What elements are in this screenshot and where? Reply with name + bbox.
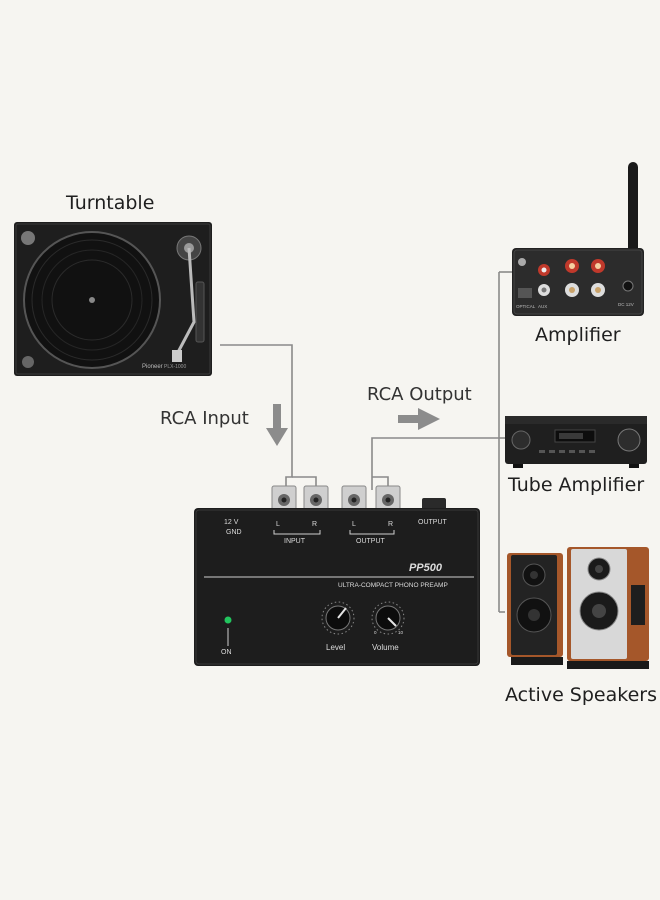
- rca-output-arrow: [398, 408, 440, 430]
- preamp-subtitle: ULTRA-COMPACT PHONO PREAMP: [338, 582, 448, 589]
- rca-input-label: RCA Input: [160, 408, 249, 429]
- input-right-channel: R: [312, 521, 317, 528]
- active-speakers-image: [507, 547, 649, 669]
- aux-text: AUX: [538, 304, 547, 309]
- gnd-label: GND: [226, 529, 242, 536]
- output-left-channel: L: [352, 521, 356, 528]
- antenna-icon: [628, 162, 638, 254]
- optical-text: OPTICAL: [516, 304, 536, 309]
- turntable-brand: Pioneer: [142, 364, 163, 370]
- amplifier-image: OPTICAL AUX DC 12V: [512, 162, 644, 316]
- power-led-icon: [224, 616, 232, 624]
- volume-max-label: 10: [398, 630, 404, 635]
- tube-amplifier-image: [505, 416, 647, 468]
- volume-knob[interactable]: [371, 601, 405, 635]
- on-label: ON: [221, 649, 232, 656]
- amplifier-label: Amplifier: [535, 324, 621, 346]
- tube-amplifier-label: Tube Amplifier: [508, 474, 645, 496]
- output-port-label: OUTPUT: [418, 519, 448, 526]
- output-jack-icon: [422, 498, 446, 510]
- power-label: 12 V: [224, 519, 239, 526]
- phono-preamp-image: 12 V GND L R INPUT L R OUTPUT OUTPUT PP5…: [194, 485, 480, 666]
- rca-input-arrow: [266, 404, 288, 446]
- turntable-image: Pioneer PLX-1000: [14, 222, 212, 376]
- tonearm-icon: [174, 247, 196, 357]
- power-knob-icon: [21, 231, 35, 245]
- input-wire: [220, 344, 293, 490]
- input-group-label: INPUT: [284, 538, 306, 545]
- output-rca-jacks: [341, 485, 401, 513]
- level-label: Level: [326, 643, 345, 652]
- start-stop-button-icon: [22, 356, 34, 368]
- volume-label: Volume: [372, 643, 399, 652]
- tube-amp-input-knob-icon: [511, 430, 531, 450]
- dc-text: DC 12V: [618, 302, 634, 307]
- turntable-model: PLX-1000: [164, 364, 186, 370]
- level-knob[interactable]: [321, 601, 355, 635]
- output-wire: [371, 437, 499, 490]
- output-group-label: OUTPUT: [356, 538, 386, 545]
- active-speakers-label: Active Speakers: [505, 684, 657, 706]
- tube-amp-volume-knob-icon: [617, 428, 641, 452]
- rca-output-label: RCA Output: [367, 384, 472, 405]
- output-right-channel: R: [388, 521, 393, 528]
- preamp-model: PP500: [409, 562, 443, 574]
- input-left-channel: L: [276, 521, 280, 528]
- volume-min-label: 0: [374, 630, 377, 635]
- turntable-label: Turntable: [66, 192, 155, 214]
